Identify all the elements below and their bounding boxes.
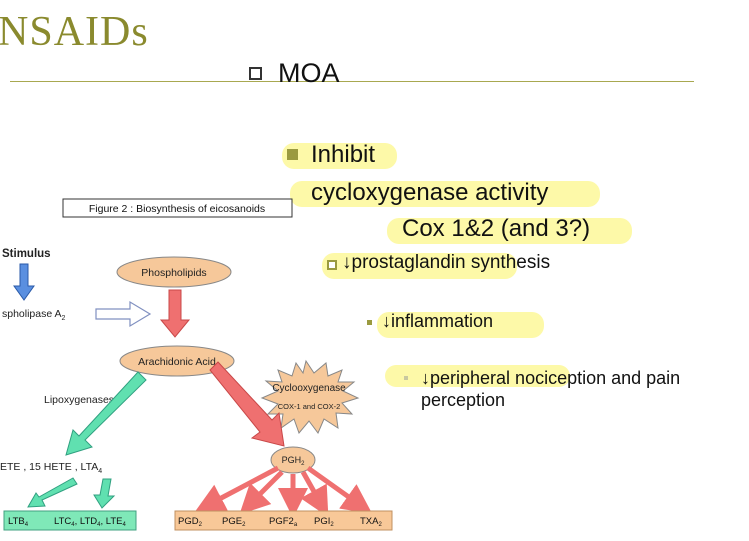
highlight-nociception	[385, 365, 570, 387]
pgh2-node	[270, 446, 316, 474]
bullet-inflammation: ↓inflammation	[382, 311, 494, 331]
lipoxygenases-label: Lipoxygenases	[44, 394, 114, 406]
highlight-inhibit	[282, 143, 397, 169]
bullet-nociception-line2: perception	[421, 390, 506, 410]
small-square-bullet-icon	[367, 320, 372, 325]
pge2-label: PGE2	[222, 516, 246, 528]
phospholipase-label: spholipase A2	[2, 308, 66, 322]
hollow-square-bullet-icon	[249, 67, 262, 80]
figure-caption-box	[62, 198, 293, 218]
title-divider	[10, 81, 694, 82]
figure-caption: Figure 2 : Biosynthesis of eicosanoids	[89, 203, 265, 215]
bullet-cox-types: Cox 1&2 (and 3?)	[402, 215, 591, 242]
hete-products-label: ETE , 15 HETE , LTA4	[0, 461, 102, 475]
txa2-arrow	[306, 465, 373, 514]
tiny-square-bullet-icon	[404, 376, 408, 380]
pgh2-label: PGH2	[282, 455, 306, 467]
leukotriene-products-box	[3, 510, 137, 531]
highlight-inflammation	[377, 312, 544, 338]
lipoxygenase-arrow	[65, 371, 147, 456]
cox-isoforms-label: COX-1 and COX-2	[278, 402, 341, 411]
pgd2-label: PGD2	[178, 516, 203, 528]
phospholipase-right-arrow	[95, 300, 152, 328]
moa-heading: MOA	[278, 58, 340, 88]
highlight-cox-types	[387, 218, 632, 244]
bullet-inhibit: Inhibit	[311, 141, 376, 168]
bullet-prostaglandin: ↓prostaglandin synthesis	[342, 252, 551, 273]
pgi2-arrow	[300, 470, 329, 518]
highlight-cox-activity	[290, 181, 600, 207]
txa2-label: TXA2	[360, 516, 382, 528]
bullet-nociception-line1: ↓peripheral nociception and pain	[421, 368, 681, 388]
arachidonic-acid-label: Arachidonic Acid	[138, 356, 216, 368]
highlight-prostaglandin	[322, 253, 517, 279]
phospholipids-label: Phospholipids	[141, 267, 206, 279]
filled-square-bullet-icon	[287, 149, 298, 160]
cyclooxygenase-label: Cyclooxygenase	[272, 383, 346, 394]
slide-title: NSAIDs	[0, 9, 149, 55]
ltc4-arrow	[93, 478, 116, 509]
ltc4-ltd4-lte4-label: LTC4, LTD4, LTE4	[54, 516, 126, 528]
pge2-arrow	[239, 470, 284, 515]
arachidonic-acid-node	[119, 345, 235, 377]
cyclooxygenase-starburst	[260, 359, 360, 434]
phospholipids-down-arrow	[159, 289, 191, 338]
phospholipids-node	[116, 256, 232, 288]
hollow-square-bullet-icon	[327, 260, 337, 270]
pgf2a-label: PGF2a	[269, 516, 298, 528]
stimulus-label: Stimulus	[2, 248, 51, 260]
pgi2-label: PGI2	[314, 516, 334, 528]
cyclooxygenase-arrow	[209, 361, 285, 447]
ltb4-arrow	[27, 477, 78, 508]
bullet-cox-activity: cycloxygenase activity	[311, 179, 549, 206]
ltb4-label: LTB4	[8, 516, 29, 528]
stimulus-down-arrow	[13, 263, 35, 301]
prostanoid-products-box	[174, 510, 393, 531]
